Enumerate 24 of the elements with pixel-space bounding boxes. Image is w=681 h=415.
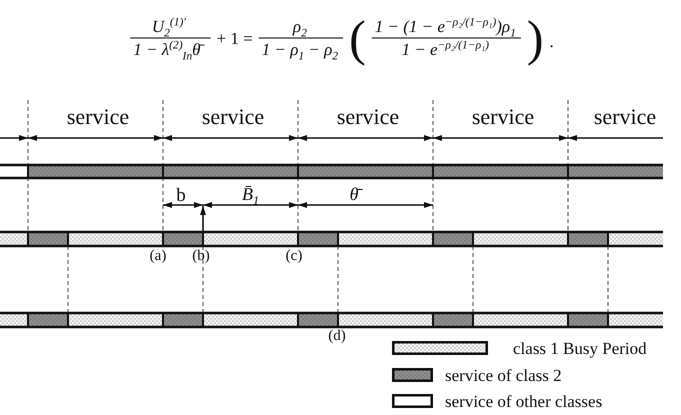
point-label: (d): [328, 329, 346, 344]
formula-denominator: 1 − e$^{−ρ₂/(1−ρ₁)}$: [402, 41, 490, 58]
formula-denominator: 1 − ρ$_{1}$ − ρ$_{2}$: [262, 41, 340, 58]
dimension-label: θ̄: [350, 185, 366, 203]
formula-denominator: 1 − λ$^{(2)}$$_{In}$θ̄: [133, 41, 208, 58]
formula-numerator: 1 − (1 − e$^{−ρ₂/(1−ρ₁)}$)ρ$_{1}$: [374, 18, 517, 35]
formula-bracket: (: [349, 13, 366, 63]
point-label: (c): [286, 249, 302, 264]
formula-bracket: ): [526, 13, 544, 63]
service-label: service: [336, 106, 400, 128]
service-label: service: [472, 106, 534, 128]
dimension-label: b: [176, 186, 186, 205]
service-label: service: [202, 106, 264, 128]
formula-text: .: [550, 32, 554, 50]
legend-label: service of other classes: [445, 392, 602, 410]
dimension-label: B̄$_{1}$: [242, 185, 260, 203]
legend-label: class 1 Busy Period: [513, 340, 647, 356]
point-label: (b): [192, 249, 210, 264]
service-label: service: [594, 106, 656, 128]
formula-numerator: ρ$_{2}$: [292, 18, 308, 35]
legend-label: service of class 2: [445, 366, 562, 384]
point-label: (a): [150, 249, 166, 264]
formula-text: + 1 =: [216, 30, 253, 46]
service-label: service: [66, 106, 130, 128]
